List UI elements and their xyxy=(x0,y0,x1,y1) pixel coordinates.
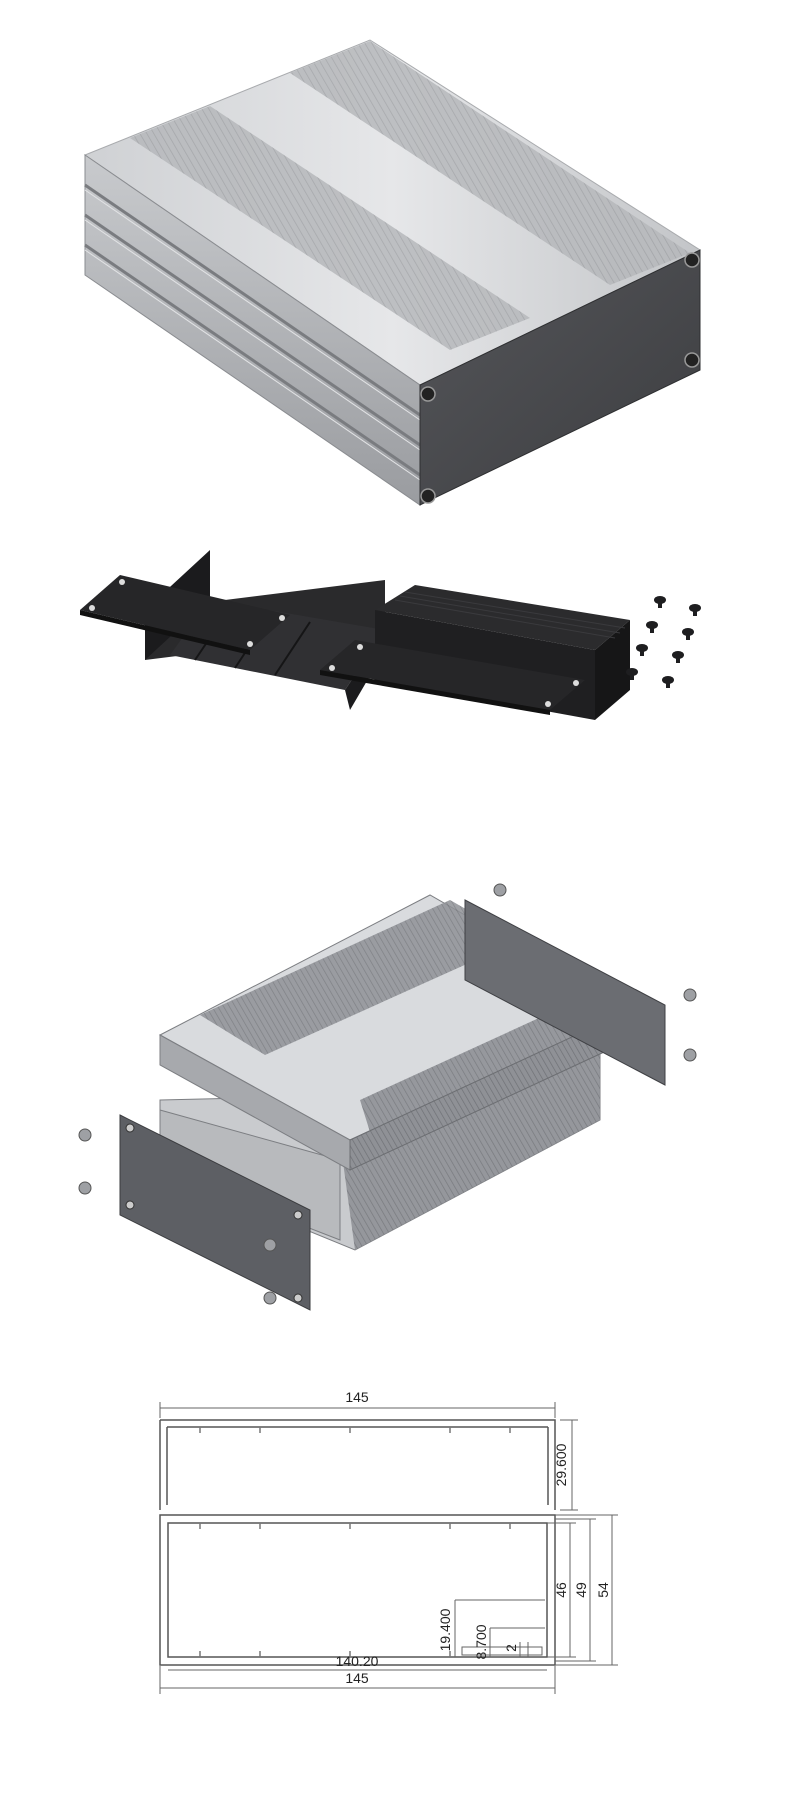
height-46-label: 46 xyxy=(553,1582,569,1598)
inner-small-dimensions xyxy=(454,1599,545,1657)
assembled-enclosure-view xyxy=(0,0,800,520)
dim-8-700-label: 8.700 xyxy=(473,1624,489,1659)
screw-icon xyxy=(646,621,658,633)
bottom-inner-width-dimension: 140.20 xyxy=(168,1653,547,1671)
screw-icon xyxy=(78,1128,92,1142)
top-rib-band-right xyxy=(290,41,690,285)
screw-icon xyxy=(683,988,697,1002)
screw-icon xyxy=(636,644,648,656)
front-end-plate xyxy=(119,1114,311,1311)
dimension-drawing: 145 29.600 140.20 xyxy=(0,1370,800,1720)
rear-end-plate xyxy=(464,899,666,1086)
screw-icon xyxy=(683,1048,697,1062)
bottom-outer-width-label: 145 xyxy=(345,1670,369,1686)
screw-icon xyxy=(263,1291,277,1305)
bottom-profile-drawing xyxy=(159,1514,556,1666)
rear-panel-plate xyxy=(320,640,585,715)
top-width-label: 145 xyxy=(345,1389,369,1405)
screw-icon xyxy=(626,668,638,680)
screw-icon xyxy=(662,676,674,688)
screw-icon xyxy=(684,252,700,268)
bottom-outer-width-dimension: 145 xyxy=(159,1666,556,1694)
aluminum-exploded-view xyxy=(0,870,800,1340)
height-54-label: 54 xyxy=(595,1582,611,1598)
dim-2-label: 2 xyxy=(503,1644,519,1652)
screw-icon xyxy=(682,628,694,640)
screw-icon xyxy=(654,596,666,608)
aluminum-screws xyxy=(78,883,697,1305)
screw-icon xyxy=(420,386,436,402)
black-screws xyxy=(626,596,701,688)
screw-icon xyxy=(78,1181,92,1195)
front-panel-plate xyxy=(80,575,290,655)
screw-icon xyxy=(672,651,684,663)
top-height-dimension: 29.600 xyxy=(553,1419,578,1511)
top-profile-drawing xyxy=(159,1419,556,1510)
enclosure-end-plate xyxy=(419,249,701,506)
bottom-inner-width-label: 140.20 xyxy=(336,1653,379,1669)
screw-icon xyxy=(493,883,507,897)
side-grooves xyxy=(84,183,421,477)
top-rib-band-left xyxy=(130,106,530,350)
height-49-label: 49 xyxy=(573,1582,589,1598)
screw-icon xyxy=(689,604,701,616)
screw-icon xyxy=(684,352,700,368)
bottom-height-dimensions xyxy=(547,1514,618,1666)
black-parts-exploded-view xyxy=(0,530,800,860)
dim-19-400-label: 19.400 xyxy=(437,1608,453,1651)
top-width-dimension: 145 xyxy=(159,1389,556,1418)
screw-icon xyxy=(420,488,436,504)
end-plate-screws xyxy=(420,252,700,504)
screw-icon xyxy=(263,1238,277,1252)
top-height-label: 29.600 xyxy=(553,1443,569,1486)
